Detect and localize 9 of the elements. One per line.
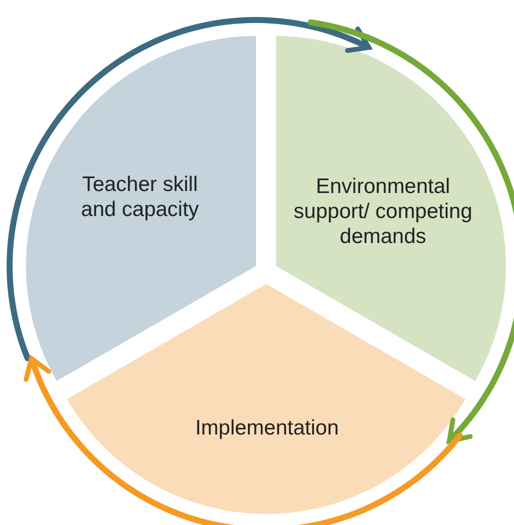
cycle-segment (276, 36, 506, 381)
cycle-segment (66, 284, 466, 514)
cycle-arrow (24, 356, 463, 525)
segment-label: Implementation (194, 415, 340, 441)
cycle-segment (26, 36, 256, 381)
cycle-arrow (6, 17, 372, 362)
segment-label: Environmental support/ competing demands (292, 174, 473, 250)
segment-label: Teacher skill and capacity (80, 172, 200, 222)
cycle-arrow (308, 19, 514, 444)
